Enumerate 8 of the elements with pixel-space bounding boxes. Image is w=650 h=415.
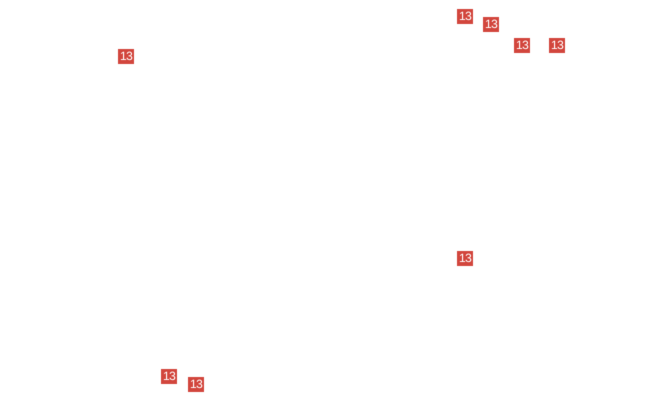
callout-number: 13 [549, 38, 566, 53]
callout-number: 13 [161, 369, 178, 384]
callout-number: 13 [457, 251, 474, 266]
callout-number: 13 [514, 38, 530, 53]
callout-number: 13 [457, 9, 474, 24]
callout-number: 13 [188, 377, 204, 392]
callout-number: 13 [118, 49, 134, 64]
callout-number: 13 [483, 17, 500, 32]
